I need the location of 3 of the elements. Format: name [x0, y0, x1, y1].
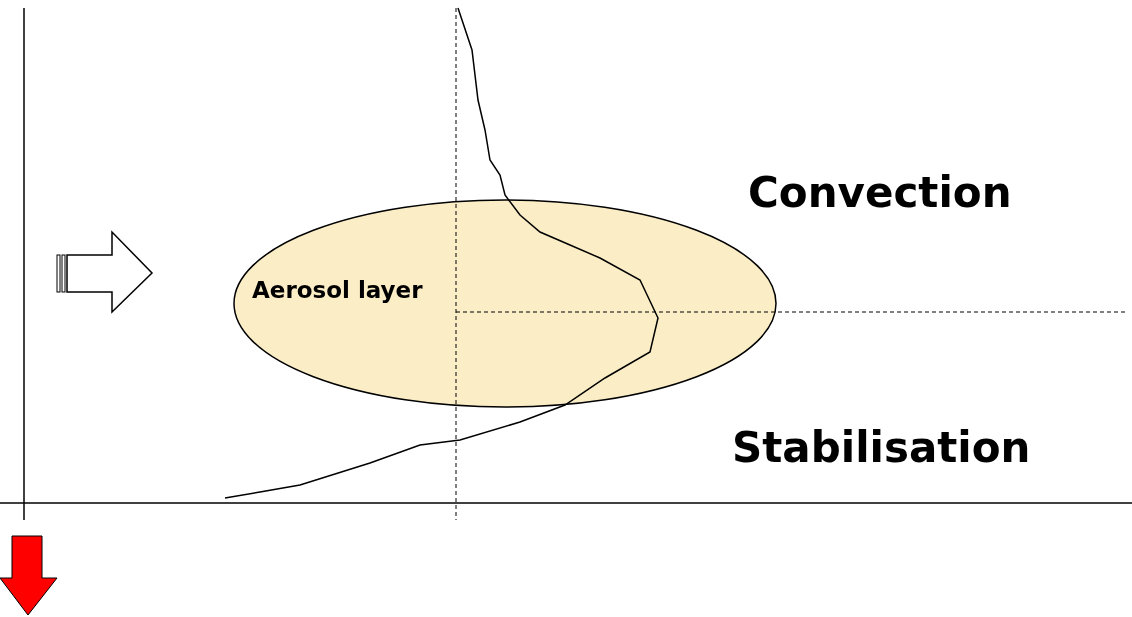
layer-label: Aerosol layer — [252, 277, 423, 303]
regime-label: Convection — [748, 168, 1012, 217]
regime-label: Stabilisation — [732, 423, 1031, 472]
